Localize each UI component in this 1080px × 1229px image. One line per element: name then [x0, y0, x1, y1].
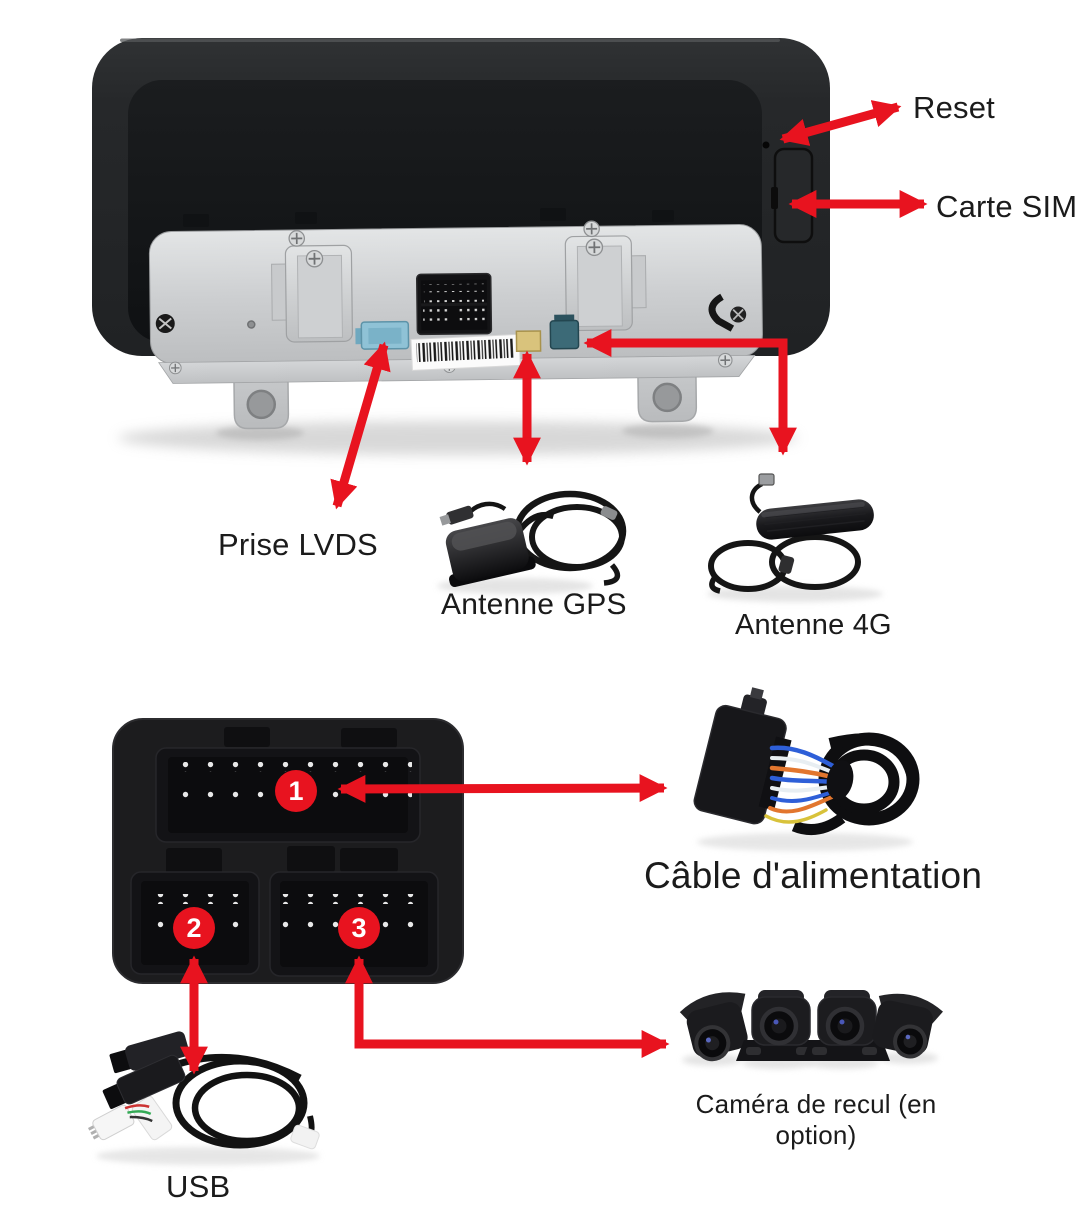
barcode-sticker [410, 333, 521, 371]
main-pin-connector [415, 272, 493, 336]
cable-tag [290, 1124, 320, 1150]
screw-black-left [155, 314, 175, 334]
arrow-lvds [330, 341, 391, 510]
cameras-illustration [679, 990, 943, 1069]
label-antenne-4g: Antenne 4G [735, 609, 892, 641]
antenna-4g-illustration [707, 473, 883, 602]
camera-2 [736, 990, 824, 1061]
usb-pin-connector [87, 1104, 153, 1141]
retainer-hook [708, 293, 747, 332]
power-cable-illustration [693, 687, 920, 851]
label-cable-alimentation: Câble d'alimentation [644, 855, 983, 896]
label-usb: USB [166, 1169, 231, 1204]
plug-number-badge-2: 2 [173, 907, 215, 949]
arrow-4g [583, 329, 797, 456]
sim-slot [771, 147, 814, 244]
gps-puck [445, 512, 555, 588]
label-antenne-gps: Antenne GPS [441, 588, 627, 621]
harness-block-illustration [112, 718, 464, 984]
arrow-power [337, 774, 668, 803]
plug-number-badge-1: 1 [275, 770, 317, 812]
label-carte-sim: Carte SIM [936, 189, 1078, 224]
arrow-camera [345, 955, 670, 1058]
arrow-reset [779, 100, 902, 146]
camera-3 [802, 990, 890, 1061]
camera-4 [872, 993, 943, 1059]
reset-hole [762, 141, 770, 149]
antenna-4g-connector [549, 314, 580, 350]
mounting-plate [148, 220, 763, 430]
gps-plug [439, 505, 474, 526]
label-prise-lvds: Prise LVDS [218, 527, 378, 562]
mount-rail-left [271, 244, 353, 343]
label-camera-recul: Caméra de recul (en option) [695, 1089, 937, 1151]
callout-arrows [180, 100, 928, 1075]
usb-cable-illustration [87, 1031, 320, 1165]
gps-connector [515, 330, 542, 353]
label-reset: Reset [913, 90, 995, 125]
gps-antenna-illustration [437, 490, 627, 594]
power-plug [693, 687, 792, 825]
plug-number-badge-3: 3 [338, 907, 380, 949]
cable-tag [131, 1095, 173, 1141]
antenna-4g-bar [756, 499, 874, 540]
camera-1 [679, 992, 748, 1062]
head-unit-illustration [92, 38, 830, 455]
usb-plug-a [109, 1031, 189, 1074]
mount-rail-right [564, 235, 647, 332]
antenna-4g-plug [758, 473, 775, 486]
